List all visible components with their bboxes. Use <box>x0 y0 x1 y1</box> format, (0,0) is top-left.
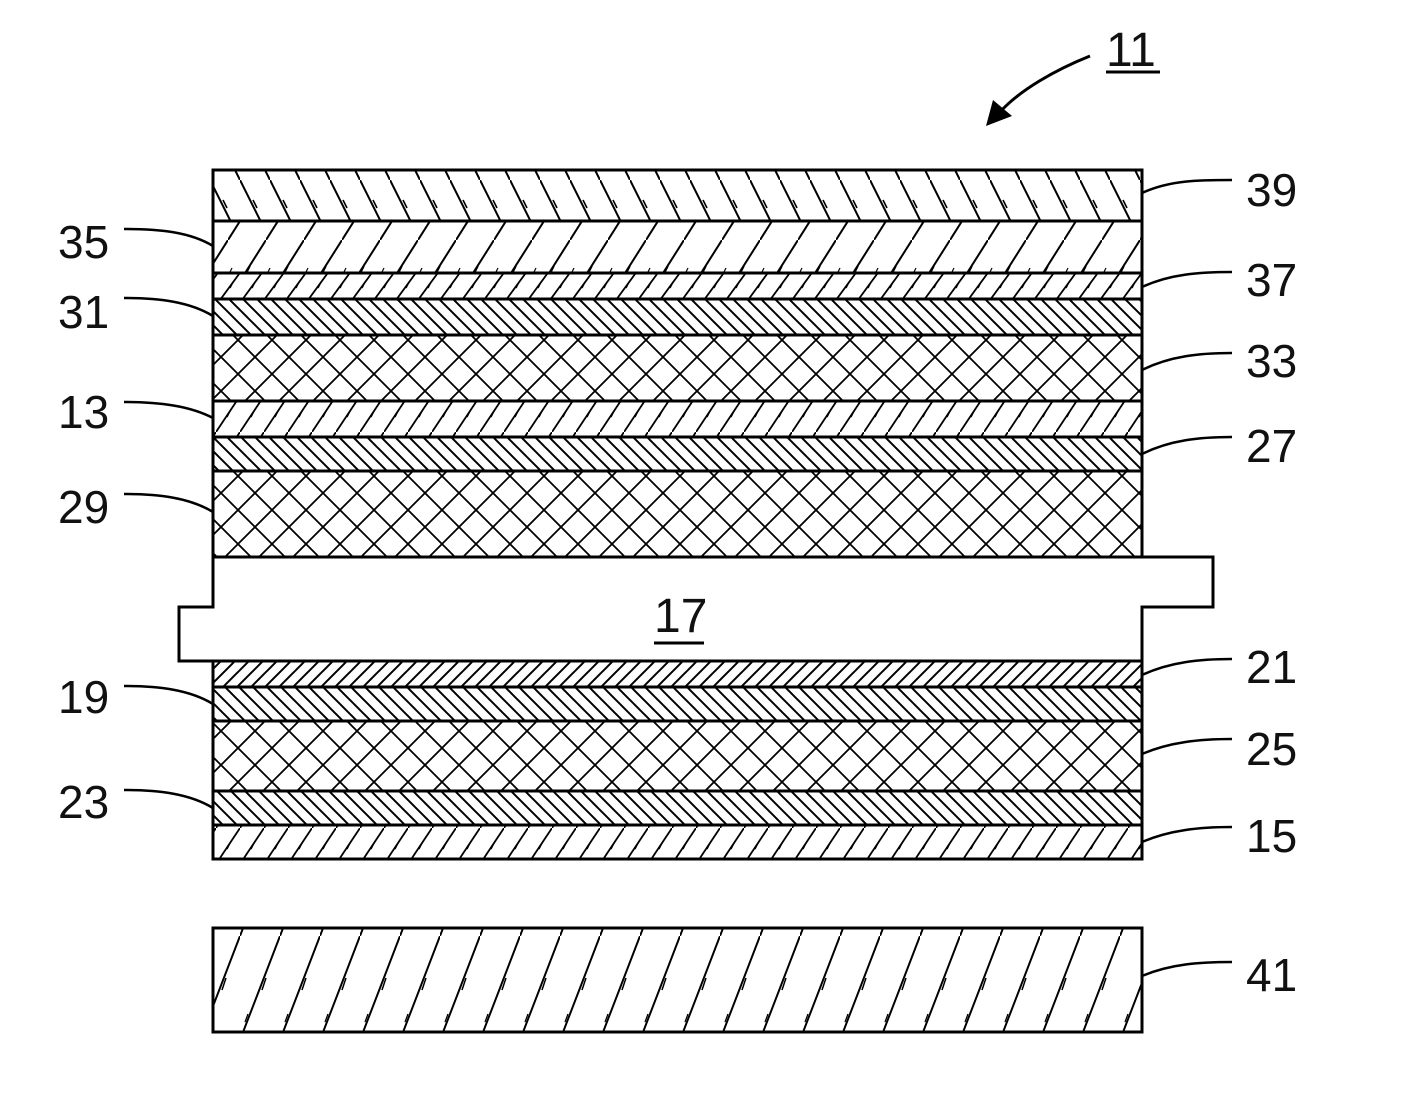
lower-stack <box>213 661 1142 859</box>
layer-15 <box>213 825 1142 859</box>
label-37: 37 <box>1246 254 1297 306</box>
layer-31 <box>213 299 1142 335</box>
label-29: 29 <box>58 481 109 533</box>
label-33: 33 <box>1246 335 1297 387</box>
label-35: 35 <box>58 216 109 268</box>
layer-37 <box>213 273 1142 299</box>
label-15: 15 <box>1246 810 1297 862</box>
layer-13 <box>213 401 1142 437</box>
label-19: 19 <box>58 671 109 723</box>
layer-17-label: 17 <box>654 590 707 643</box>
leader-29 <box>124 494 213 512</box>
layer-27 <box>213 437 1142 471</box>
leader-25 <box>1142 739 1232 754</box>
leader-33 <box>1142 353 1232 370</box>
layer-19 <box>213 687 1142 721</box>
leader-19 <box>124 686 213 704</box>
figure-arrow-shaft <box>1000 56 1090 112</box>
leader-41 <box>1142 962 1232 976</box>
layer-35 <box>213 221 1142 273</box>
right-labels: 39 37 33 27 21 25 15 41 <box>1246 164 1297 1001</box>
leader-31 <box>124 298 213 316</box>
leader-37 <box>1142 272 1232 287</box>
leader-39 <box>1142 180 1232 193</box>
leader-21 <box>1142 659 1232 675</box>
label-25: 25 <box>1246 723 1297 775</box>
upper-stack <box>213 170 1142 557</box>
figure-reference: 11 <box>986 24 1160 126</box>
center-plate-17: 17 <box>179 557 1213 661</box>
label-41: 41 <box>1246 949 1297 1001</box>
layer-39 <box>213 170 1142 221</box>
layer-41 <box>213 928 1142 1032</box>
label-13: 13 <box>58 386 109 438</box>
leader-35 <box>124 229 213 246</box>
layer-21 <box>213 661 1142 687</box>
figure-number: 11 <box>1106 24 1156 77</box>
label-31: 31 <box>58 286 109 338</box>
layer-23 <box>213 791 1142 825</box>
leader-13 <box>124 402 213 418</box>
label-21: 21 <box>1246 641 1297 693</box>
layer-29 <box>213 471 1142 557</box>
layer-25 <box>213 721 1142 791</box>
label-23: 23 <box>58 776 109 828</box>
leader-23 <box>124 790 213 808</box>
leader-15 <box>1142 827 1232 842</box>
leader-27 <box>1142 437 1232 454</box>
layer-33 <box>213 335 1142 401</box>
left-labels: 35 31 13 29 19 23 <box>58 216 109 828</box>
label-27: 27 <box>1246 420 1297 472</box>
label-39: 39 <box>1246 164 1297 216</box>
